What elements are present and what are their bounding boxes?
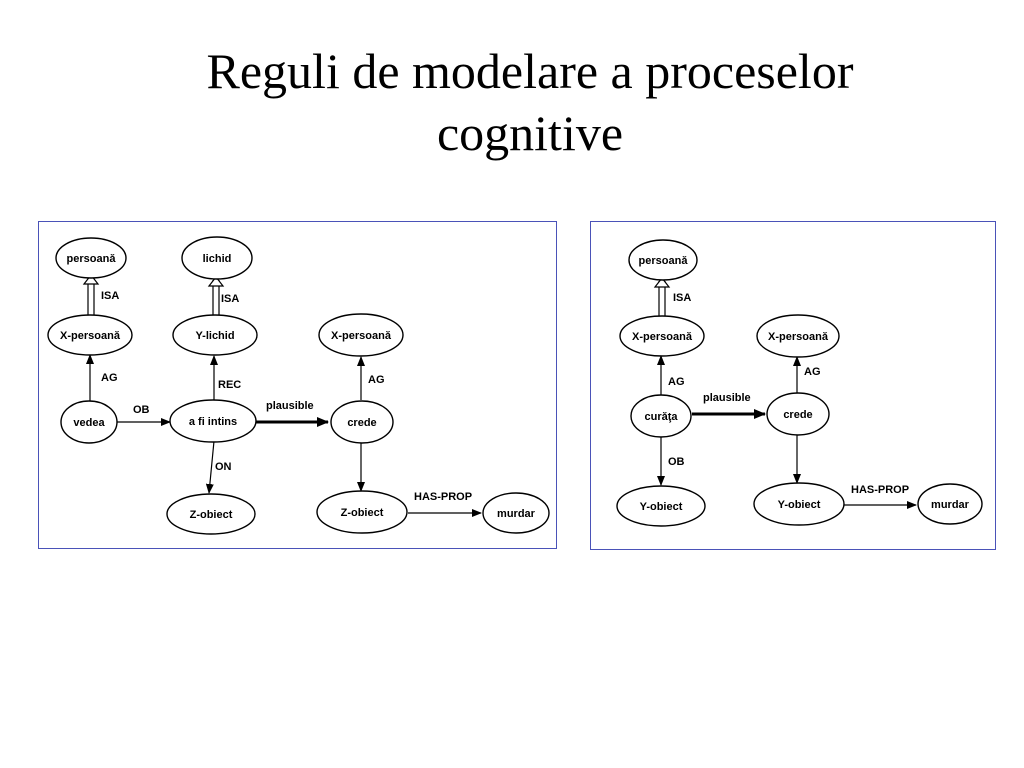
left-node-persoana-label: persoană [67, 253, 117, 265]
left-edge-ag-1: AG [86, 354, 118, 401]
left-node-a-fi-intins: a fi intins [169, 399, 257, 443]
left-edge-ob: OB [117, 404, 171, 426]
slide-title-line-1: Reguli de modelare a proceselor [206, 43, 854, 99]
left-node-z-obiect-2-label: Z-obiect [341, 507, 384, 519]
right-node-crede: crede [766, 392, 830, 436]
left-edge-plausible: plausible [256, 400, 329, 427]
right-edge-label-has-prop: HAS-PROP [851, 484, 909, 496]
left-edge-label-has-prop: HAS-PROP [414, 491, 472, 503]
right-node-x-persoana-2-label: X-persoană [768, 331, 829, 343]
right-node-persoana-label: persoană [639, 255, 689, 267]
slide-title: Reguli de modelare a proceselor cognitiv… [100, 40, 960, 164]
left-node-x-persoana-1: X-persoană [47, 314, 133, 356]
right-node-persoana: persoană [628, 239, 698, 281]
right-node-x-persoana-1: X-persoană [619, 315, 705, 357]
right-edge-plausible: plausible [692, 392, 766, 419]
left-node-z-obiect-1-label: Z-obiect [190, 509, 233, 521]
right-node-crede-label: crede [783, 409, 812, 421]
right-edge-has-prop: HAS-PROP [842, 484, 917, 509]
right-node-y-obiect-2-label: Y-obiect [778, 499, 821, 511]
left-node-vedea: vedea [60, 400, 118, 444]
right-edge-label-ag-1: AG [668, 376, 685, 388]
left-edge-label-ag-1: AG [101, 372, 118, 384]
left-edge-label-plausible: plausible [266, 400, 314, 412]
slide-title-line-2: cognitive [436, 105, 624, 161]
left-node-crede-label: crede [347, 417, 376, 429]
left-edge-on: ON [205, 440, 232, 494]
left-edge-ag-2: AG [357, 356, 385, 400]
right-edge-label-plausible: plausible [703, 392, 751, 404]
right-edge-label-ob: OB [668, 456, 685, 468]
left-edge-isa-1: ISA [82, 274, 119, 316]
left-node-z-obiect-1: Z-obiect [166, 493, 256, 535]
right-node-y-obiect-1-label: Y-obiect [640, 501, 683, 513]
right-edge-label-ag-2: AG [804, 366, 821, 378]
diagram-panel-left [38, 221, 557, 549]
left-node-z-obiect-2: Z-obiect [316, 490, 408, 534]
left-edge-label-isa-2: ISA [221, 293, 239, 305]
left-node-a-fi-intins-label: a fi intins [189, 416, 237, 428]
left-edge-has-prop: HAS-PROP [408, 491, 482, 517]
left-edge-label-ob: OB [133, 404, 150, 416]
left-node-lichid: lichid [181, 236, 253, 280]
left-node-lichid-label: lichid [203, 253, 232, 265]
right-edge-ob: OB [657, 437, 685, 486]
left-edge-label-isa-1: ISA [101, 290, 119, 302]
right-node-y-obiect-1: Y-obiect [616, 485, 706, 527]
left-node-x-persoana-1-label: X-persoană [60, 330, 121, 342]
left-node-murdar: murdar [482, 492, 550, 534]
left-edge-label-rec: REC [218, 379, 241, 391]
left-node-crede: crede [330, 400, 394, 444]
right-edge-ag-1: AG [657, 355, 685, 396]
left-node-x-persoana-2-label: X-persoană [331, 330, 392, 342]
left-node-x-persoana-2: X-persoană [318, 313, 404, 357]
right-edge-label-isa: ISA [673, 292, 691, 304]
right-node-x-persoana-1-label: X-persoană [632, 331, 693, 343]
left-edge-label-ag-2: AG [368, 374, 385, 386]
right-edge-isa: ISA [653, 277, 691, 318]
right-node-x-persoana-2: X-persoană [756, 314, 840, 358]
right-node-curata: curăţa [630, 394, 692, 438]
left-node-murdar-label: murdar [497, 508, 536, 520]
right-node-y-obiect-2: Y-obiect [753, 482, 845, 526]
right-node-murdar: murdar [917, 483, 983, 525]
right-edge-ag-2: AG [793, 356, 821, 393]
left-edge-isa-2: ISA [207, 276, 239, 316]
left-node-y-lichid-label: Y-lichid [195, 330, 234, 342]
left-node-y-lichid: Y-lichid [172, 314, 258, 356]
left-node-vedea-label: vedea [73, 417, 105, 429]
left-edge-label-on: ON [215, 461, 232, 473]
left-edge-rec: REC [210, 355, 241, 402]
right-node-curata-label: curăţa [644, 411, 678, 423]
left-node-persoana: persoană [55, 237, 127, 279]
right-node-murdar-label: murdar [931, 499, 970, 511]
